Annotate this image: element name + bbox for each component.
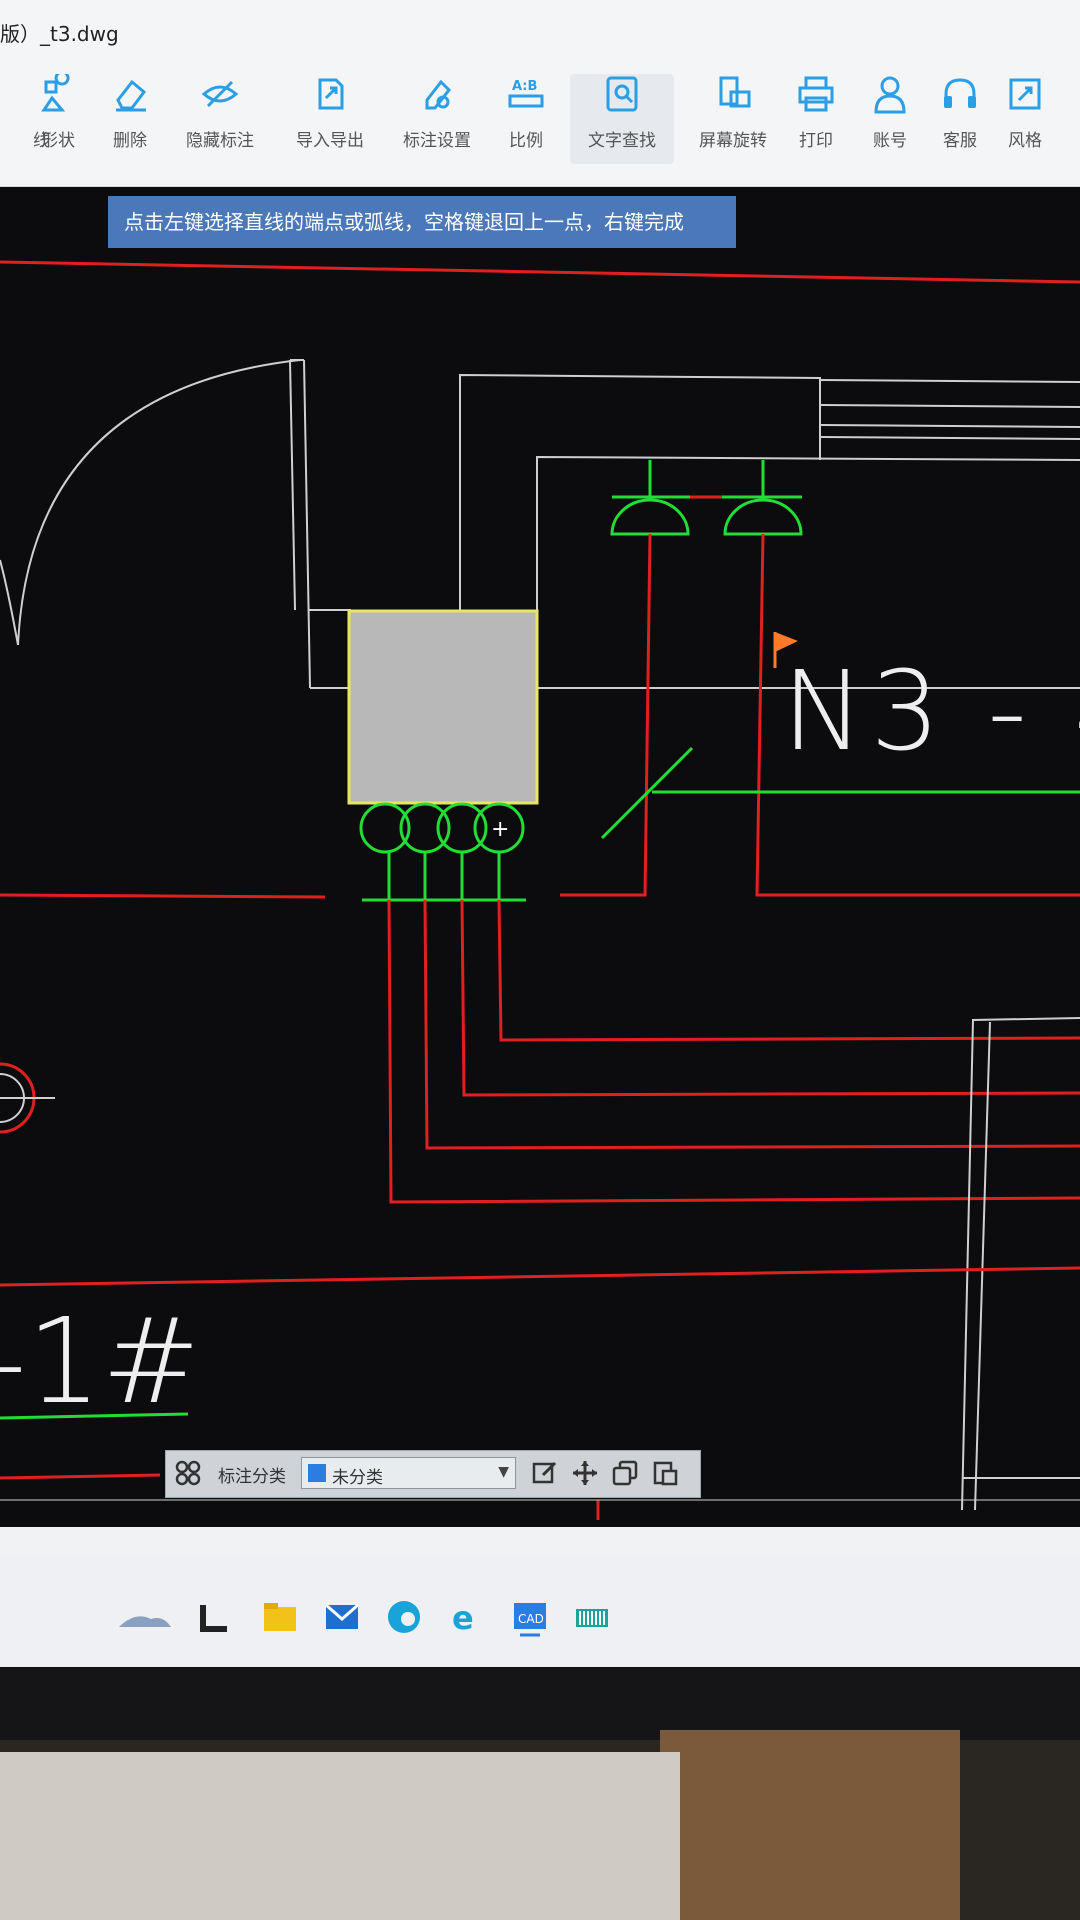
windows-taskbar: e CAD <box>0 1557 1080 1667</box>
annotation-category-bar: 标注分类 未分类 ▼ <box>165 1450 701 1498</box>
scale-icon: A:B <box>508 79 544 108</box>
title-bar: 版）_t3.dwg <box>0 0 1080 60</box>
account-icon <box>874 76 906 114</box>
shape-icon <box>41 74 70 112</box>
monitor-stand <box>660 1730 960 1920</box>
label-1: -1# <box>0 1292 201 1430</box>
text-search-icon <box>606 76 638 112</box>
status-strip <box>0 1527 1080 1557</box>
app-barcode-icon[interactable] <box>572 1597 612 1637</box>
tool-scale[interactable]: A:B 比例 <box>476 74 576 164</box>
tool-style[interactable]: 风格 <box>975 74 1075 164</box>
category-select[interactable]: 未分类 ▼ <box>301 1457 516 1489</box>
import-export-icon <box>318 78 344 110</box>
label-n3: N3 - 4 <box>782 647 1080 775</box>
command-hint: 点击左键选择直线的端点或弧线，空格键退回上一点，右键完成 <box>108 196 736 248</box>
grid-menu-icon[interactable] <box>174 1459 202 1487</box>
cad-app-icon[interactable]: CAD <box>510 1597 550 1637</box>
category-color-swatch <box>308 1464 326 1482</box>
tool-print[interactable]: 打印 <box>766 74 866 164</box>
door-arc <box>17 359 301 646</box>
main-toolbar: 线 形状 删除 隐藏标注 导入导出 标注设置 A:B 比例 文字查找 <box>0 60 1080 187</box>
svg-text:e: e <box>452 1599 474 1637</box>
svg-text:A:B: A:B <box>512 79 537 94</box>
print-icon <box>798 76 834 112</box>
tool-shape[interactable]: 形状 <box>8 74 108 164</box>
tool-text-search[interactable]: 文字查找 <box>570 74 674 164</box>
category-label: 标注分类 <box>218 1467 286 1487</box>
chevron-down-icon: ▼ <box>498 1464 509 1480</box>
eye-hidden-icon <box>201 80 239 108</box>
style-icon <box>1009 78 1041 110</box>
tool-line[interactable]: 线 <box>0 74 50 164</box>
svg-text:+: + <box>491 817 509 842</box>
svg-text:CAD: CAD <box>518 1612 544 1626</box>
monitor-screen: 版）_t3.dwg 线 形状 删除 隐藏标注 导入导出 标注设置 A:B <box>0 0 1080 1680</box>
edge-browser-icon[interactable] <box>384 1597 424 1637</box>
start-icon[interactable] <box>195 1597 235 1637</box>
file-explorer-icon[interactable] <box>260 1597 300 1637</box>
mail-icon[interactable] <box>322 1597 362 1637</box>
headset-icon <box>944 78 976 108</box>
tool-import-export[interactable]: 导入导出 <box>280 74 380 164</box>
ie-browser-icon[interactable]: e <box>446 1597 486 1637</box>
paper-sheet <box>0 1752 680 1920</box>
edit-icon[interactable] <box>531 1459 559 1487</box>
tool-hide-annotation[interactable]: 隐藏标注 <box>170 74 270 164</box>
tool-line-label: 线 <box>33 131 50 151</box>
copy-icon[interactable] <box>611 1459 639 1487</box>
category-value: 未分类 <box>332 1468 383 1488</box>
window-title: 版）_t3.dwg <box>0 22 119 46</box>
cad-canvas[interactable]: + <box>0 187 1080 1527</box>
tool-rotate-screen[interactable]: 屏幕旋转 <box>678 74 788 164</box>
device-box <box>347 609 539 805</box>
move-icon[interactable] <box>571 1459 599 1487</box>
tool-delete[interactable]: 删除 <box>80 74 180 164</box>
cad-drawing: + <box>0 260 1080 1520</box>
weather-widget-icon[interactable] <box>115 1597 175 1637</box>
annotation-settings-icon <box>425 79 451 110</box>
rotate-screen-icon <box>719 76 751 108</box>
paste-icon[interactable] <box>651 1459 679 1487</box>
tool-annotation-settings[interactable]: 标注设置 <box>387 74 487 164</box>
tool-customer-service[interactable]: 客服 <box>910 74 1010 164</box>
red-line-top <box>0 260 1080 284</box>
eraser-icon <box>116 79 147 112</box>
tool-account[interactable]: 账号 <box>840 74 940 164</box>
